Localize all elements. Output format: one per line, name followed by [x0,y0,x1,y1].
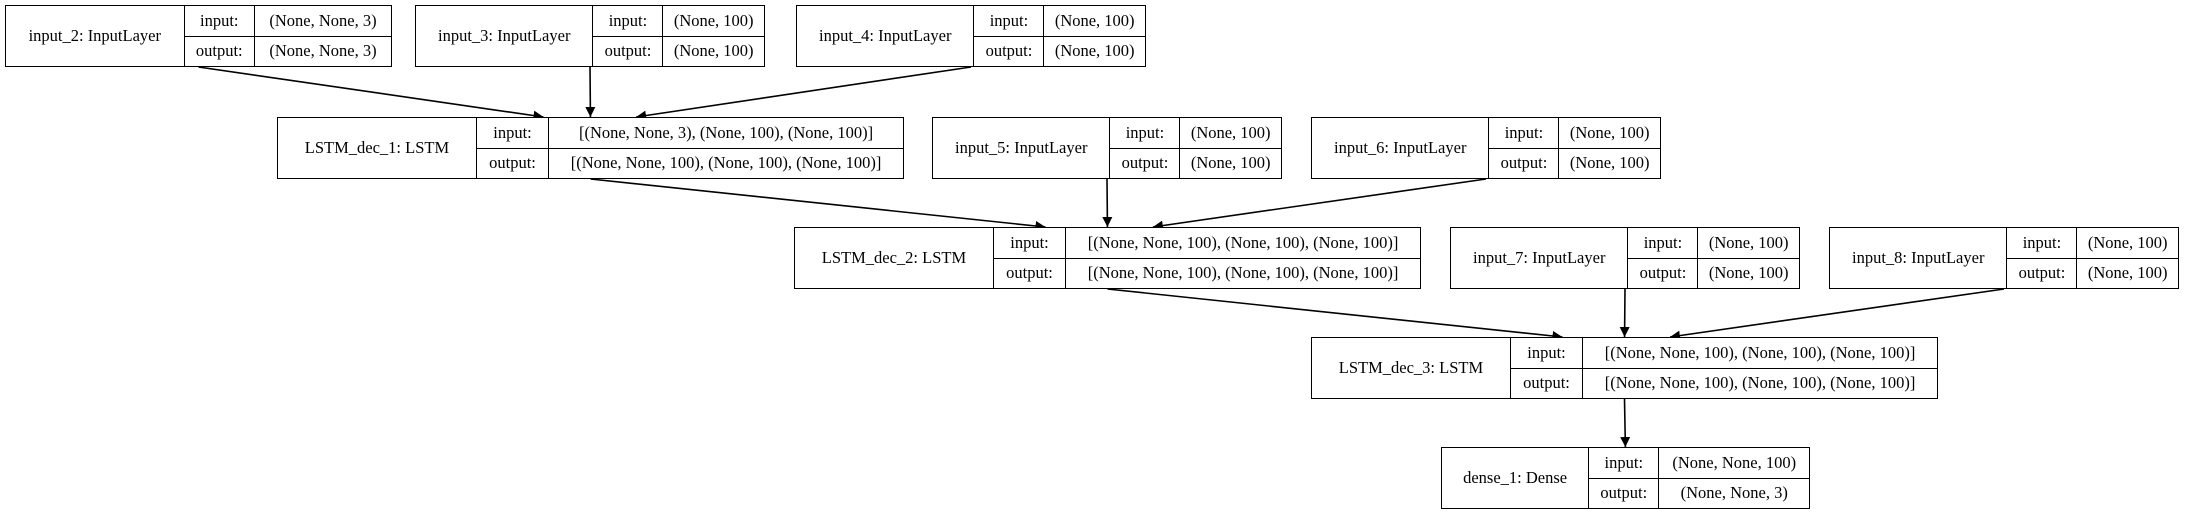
io-shapes: [(None, None, 100), (None, 100), (None, … [1066,228,1420,288]
edge-input-6-to-lstm-dec-2 [1152,178,1487,231]
input-shape: (None, 100) [673,10,754,30]
edge-lstm-dec-3-to-dense-1 [1620,398,1631,448]
edge-lstm-dec-1-to-lstm-dec-2 [590,178,1046,231]
output-shape: (None, None, 3) [1659,477,1809,509]
io-labels: input: output: [1628,228,1699,289]
io-shapes: (None, 100) (None, 100) [663,6,764,66]
input-label: input: [1527,342,1566,362]
layer-name: input_8: InputLayer [1830,228,2008,288]
output-shape: (None, 100) [1698,257,1799,289]
output-shape: (None, 100) [663,35,764,67]
layer-name: dense_1: Dense [1442,448,1590,508]
output-shape: [(None, None, 100), (None, 100), (None, … [1583,367,1937,399]
input-shape: (None, None, 100) [1672,452,1797,472]
output-label: output: [1510,367,1583,399]
io-labels: input: output: [1589,448,1660,509]
io-shapes: (None, None, 3) (None, None, 3) [254,6,391,67]
output-label: output: [974,35,1044,67]
io-shapes: (None, 100) (None, 100) [1559,118,1660,178]
io-labels: input: output: [1110,118,1181,179]
io-labels: input: output: [1510,338,1584,399]
input-shape: [(None, None, 100), (None, 100), (None, … [1087,232,1399,252]
io-labels: input: output: [1489,118,1560,179]
io-shapes: [(None, None, 100), (None, 100), (None, … [1583,338,1937,398]
output-label: output: [184,35,254,67]
output-label: output: [993,257,1066,289]
io-labels: input: output: [184,6,255,67]
output-label: output: [1489,147,1559,179]
layer-name: LSTM_dec_3: LSTM [1312,338,1511,398]
io-shapes: (None, 100) (None, 100) [1044,6,1145,66]
input-shape: (None, 100) [1569,122,1650,142]
input-shape: (None, 100) [2087,232,2168,252]
input-shape: (None, None, 3) [269,10,377,30]
input-label: input: [1125,122,1165,142]
output-label: output: [476,147,549,179]
edge-input-2-to-lstm-dec-1 [198,66,544,121]
io-labels: input: output: [476,118,550,179]
output-shape: [(None, None, 100), (None, 100), (None, … [1066,257,1420,289]
io-labels: input: output: [974,6,1045,67]
io-labels: input: output: [993,228,1067,289]
input-label: input: [1504,122,1544,142]
input-label: input: [493,122,532,142]
output-label: output: [1589,477,1659,509]
io-labels: input: output: [2007,228,2078,289]
layer-name: input_6: InputLayer [1312,118,1490,178]
layer-name: input_3: InputLayer [416,6,594,66]
output-shape: (None, 100) [1044,35,1145,67]
layer-name: input_4: InputLayer [797,6,975,66]
edge-input-4-to-lstm-dec-1 [636,66,972,121]
input-label: input: [608,10,648,30]
layer-name: LSTM_dec_1: LSTM [278,118,477,178]
io-shapes: [(None, None, 3), (None, 100), (None, 10… [549,118,903,178]
io-labels: input: output: [593,6,664,67]
io-shapes: (None, 100) (None, 100) [1180,118,1281,178]
layer-name: input_2: InputLayer [6,6,185,66]
input-shape: (None, 100) [1190,122,1271,142]
input-label: input: [200,10,239,30]
input-shape: (None, 100) [1054,10,1135,30]
input-label: input: [2022,232,2062,252]
output-shape: (None, None, 3) [254,35,391,67]
io-shapes: (None, None, 100) (None, None, 3) [1659,448,1809,508]
output-shape: [(None, None, 100), (None, 100), (None, … [549,147,903,179]
input-label: input: [1604,452,1644,472]
output-label: output: [1628,257,1698,289]
input-label: input: [989,10,1029,30]
io-shapes: (None, 100) (None, 100) [2077,228,2178,288]
input-shape: (None, 100) [1708,232,1789,252]
output-label: output: [1110,147,1180,179]
input-label: input: [1643,232,1683,252]
edge-lstm-dec-2-to-lstm-dec-3 [1107,288,1563,341]
output-label: output: [593,35,663,67]
output-shape: (None, 100) [1559,147,1660,179]
edge-input-8-to-lstm-dec-3 [1669,288,2005,341]
layer-name: LSTM_dec_2: LSTM [795,228,994,288]
input-shape: [(None, None, 3), (None, 100), (None, 10… [578,122,874,142]
input-shape: [(None, None, 100), (None, 100), (None, … [1604,342,1916,362]
output-shape: (None, 100) [2077,257,2178,289]
layer-name: input_5: InputLayer [933,118,1111,178]
input-label: input: [1010,232,1049,252]
io-shapes: (None, 100) (None, 100) [1698,228,1799,288]
output-shape: (None, 100) [1180,147,1281,179]
layer-name: input_7: InputLayer [1451,228,1629,288]
output-label: output: [2007,257,2077,289]
